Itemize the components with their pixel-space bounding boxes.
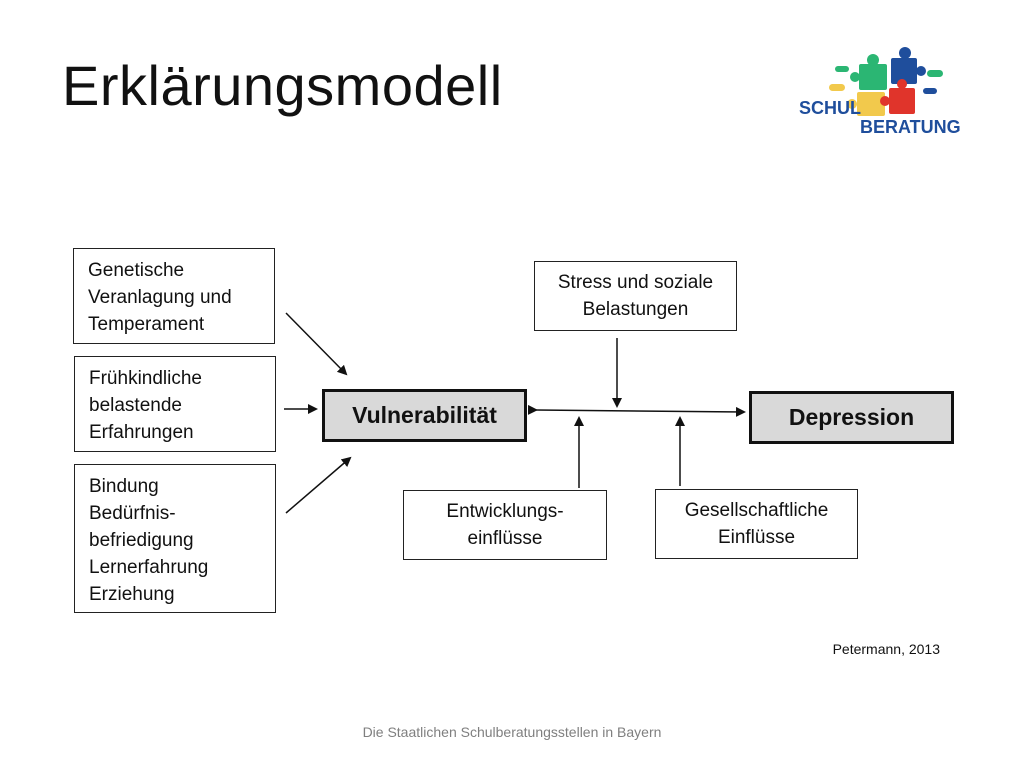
development-text: Entwicklungs- <box>446 501 564 522</box>
arrow-genetic-to-vulnerability <box>285 312 348 376</box>
schulberatung-logo: SCHUL BERATUNG <box>795 44 970 144</box>
factor-text: Genetische <box>88 260 185 281</box>
development-box: Entwicklungs- einflüsse <box>403 490 607 560</box>
stress-text: Belastungen <box>582 299 689 320</box>
footer-text: Die Staatlichen Schulberatungsstellen in… <box>362 724 662 740</box>
logo-word-schul: SCHUL <box>799 98 861 118</box>
social-text: Einflüsse <box>717 527 796 548</box>
logo-word-beratung: BERATUNG <box>860 117 961 137</box>
factor-box-early-experiences: Frühkindliche belastende Erfahrungen <box>74 356 276 452</box>
factor-text: befriedigung <box>89 530 194 551</box>
social-text: Gesellschaftliche <box>684 500 829 521</box>
puzzle-logo-graphic <box>829 47 943 116</box>
factor-text: Lernerfahrung <box>89 557 209 578</box>
stress-box: Stress und soziale Belastungen <box>534 261 737 331</box>
social-box: Gesellschaftliche Einflüsse <box>655 489 858 559</box>
factor-text: Erziehung <box>89 584 175 605</box>
factor-text: Veranlagung und <box>88 287 232 308</box>
vulnerability-box: Vulnerabilität <box>322 389 527 442</box>
factor-text: Temperament <box>88 314 205 335</box>
development-text: einflüsse <box>467 528 543 549</box>
arrow-vulnerability-depression <box>527 404 746 417</box>
factor-text: Bedürfnis- <box>89 503 176 524</box>
factor-text: belastende <box>89 395 182 416</box>
factor-box-genetic: Genetische Veranlagung und Temperament <box>73 248 275 344</box>
factor-text: Erfahrungen <box>89 422 194 443</box>
arrow-attachment-to-vulnerability <box>285 456 352 514</box>
stress-text: Stress und soziale <box>557 272 714 293</box>
factor-box-attachment: Bindung Bedürfnis- befriedigung Lernerfa… <box>74 464 276 613</box>
depression-box: Depression <box>749 391 954 444</box>
factor-text: Frühkindliche <box>89 368 202 389</box>
citation: Petermann, 2013 <box>832 641 940 657</box>
factor-text: Bindung <box>89 476 159 497</box>
slide-title: Erklärungsmodell <box>62 54 503 117</box>
